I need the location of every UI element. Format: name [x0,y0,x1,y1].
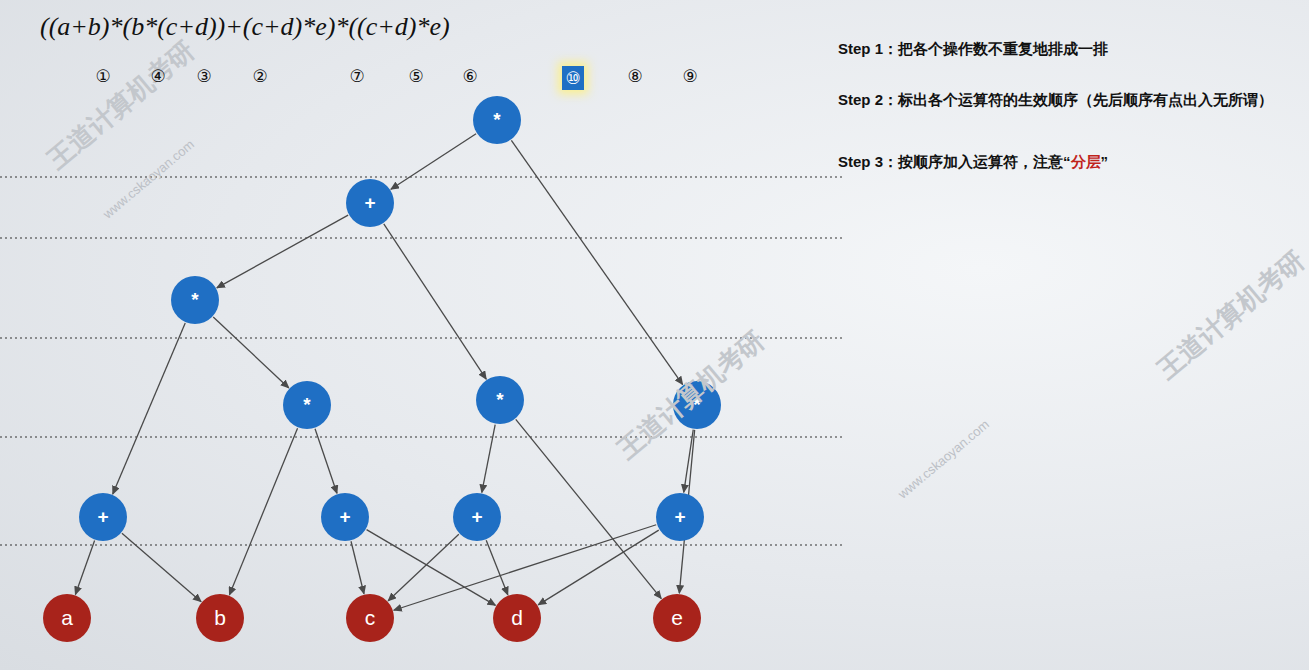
dag-arrow [75,541,94,595]
step-note: Step 1：把各个操作数不重复地排成一排 [838,38,1298,60]
step-note: Step 3：按顺序加入运算符，注意“ [838,153,1071,170]
dag-arrow [538,530,658,605]
callout-number: ⑦ [349,66,364,86]
operator-text: + [471,506,482,528]
watermark: www.cskaoyan.com [895,417,992,502]
layer-divider [0,237,845,238]
callout-number: ② [252,66,267,86]
operand-text: a [61,606,73,630]
callout-number: ⑨ [682,66,697,86]
operand-text: b [214,606,226,630]
step-note: Step 2：标出各个运算符的生效顺序（先后顺序有点出入无所谓） [838,89,1298,111]
operator-node: + [321,493,369,541]
dag-arrow [213,317,289,388]
dag-arrow [511,140,682,384]
callout-number: ⑩ [562,66,583,90]
expression: ((a+b)*(b*(c+d))+(c+d)*e)*((c+d)*e) [40,12,450,42]
operator-text: * [191,289,198,311]
operator-node: + [453,493,501,541]
operator-node: + [79,493,127,541]
emphasis: 分层 [1071,153,1101,170]
dag-arrow [217,215,348,288]
operator-node: * [476,376,524,424]
operator-node: * [171,276,219,324]
dag-arrow [315,429,337,494]
dag-arrow [122,533,201,601]
operator-node: * [473,96,521,144]
dag-arrow [482,425,495,493]
operator-text: + [674,506,685,528]
operator-text: * [493,109,500,131]
dag-arrow [229,428,297,595]
operand-text: c [365,606,376,630]
operand-text: d [511,606,523,630]
operand-node: e [653,594,701,642]
dag-arrow [486,540,508,595]
layer-divider [0,544,845,545]
dag-arrow [384,224,486,379]
operator-text: + [364,192,375,214]
dag-arrow [351,541,364,593]
step-note: Step 3：按顺序加入运算符，注意“分层” [838,151,1298,173]
operator-text: * [303,394,310,416]
operand-node: b [196,594,244,642]
callout-number: ① [95,66,110,86]
callout-number: ⑧ [627,66,642,86]
dag-arrow [113,323,185,494]
layer-divider [0,177,845,545]
operand-node: c [346,594,394,642]
layer-divider [0,176,845,177]
operand-node: d [493,594,541,642]
callout-number: ③ [196,66,211,86]
watermark: 王道计算机考研 [1150,243,1309,387]
operator-text: + [339,506,350,528]
step-note: ” [1101,153,1109,170]
callout-number: ⑥ [462,66,477,86]
layer-divider [0,337,845,338]
operand-text: e [671,606,683,630]
callout-number: ⑤ [408,66,423,86]
operand-node: a [43,594,91,642]
watermark: www.cskaoyan.com [100,137,197,222]
operator-node: + [656,493,704,541]
layer-divider [0,436,845,437]
operator-text: * [496,389,503,411]
dag-arrow [391,134,476,190]
operator-text: + [97,506,108,528]
dag-arrow [367,530,496,606]
dag-arrow [388,534,459,601]
callout-number: ④ [150,66,165,86]
operator-node: + [346,179,394,227]
operator-node: * [283,381,331,429]
